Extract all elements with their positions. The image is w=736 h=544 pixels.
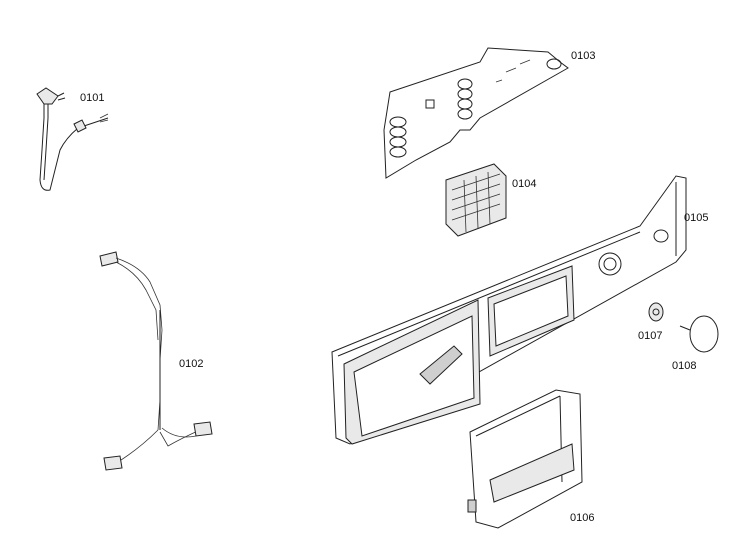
control-board-drawing [383, 47, 569, 179]
program-knob-drawing [679, 315, 719, 353]
label-0102: 0102 [179, 358, 204, 370]
drawer-front-drawing [467, 389, 583, 529]
label-0105: 0105 [684, 212, 709, 224]
control-panel-fascia-drawing [331, 175, 687, 445]
knob-shaft-drawing [648, 302, 664, 322]
label-0103: 0103 [571, 50, 596, 62]
label-0108: 0108 [672, 360, 697, 372]
label-0101: 0101 [80, 92, 105, 104]
label-0107: 0107 [638, 330, 663, 342]
label-0104: 0104 [512, 178, 537, 190]
power-cord-drawing [36, 87, 109, 191]
label-0106: 0106 [570, 512, 595, 524]
selector-module-drawing [445, 163, 507, 237]
wire-harness-drawing [99, 251, 213, 471]
